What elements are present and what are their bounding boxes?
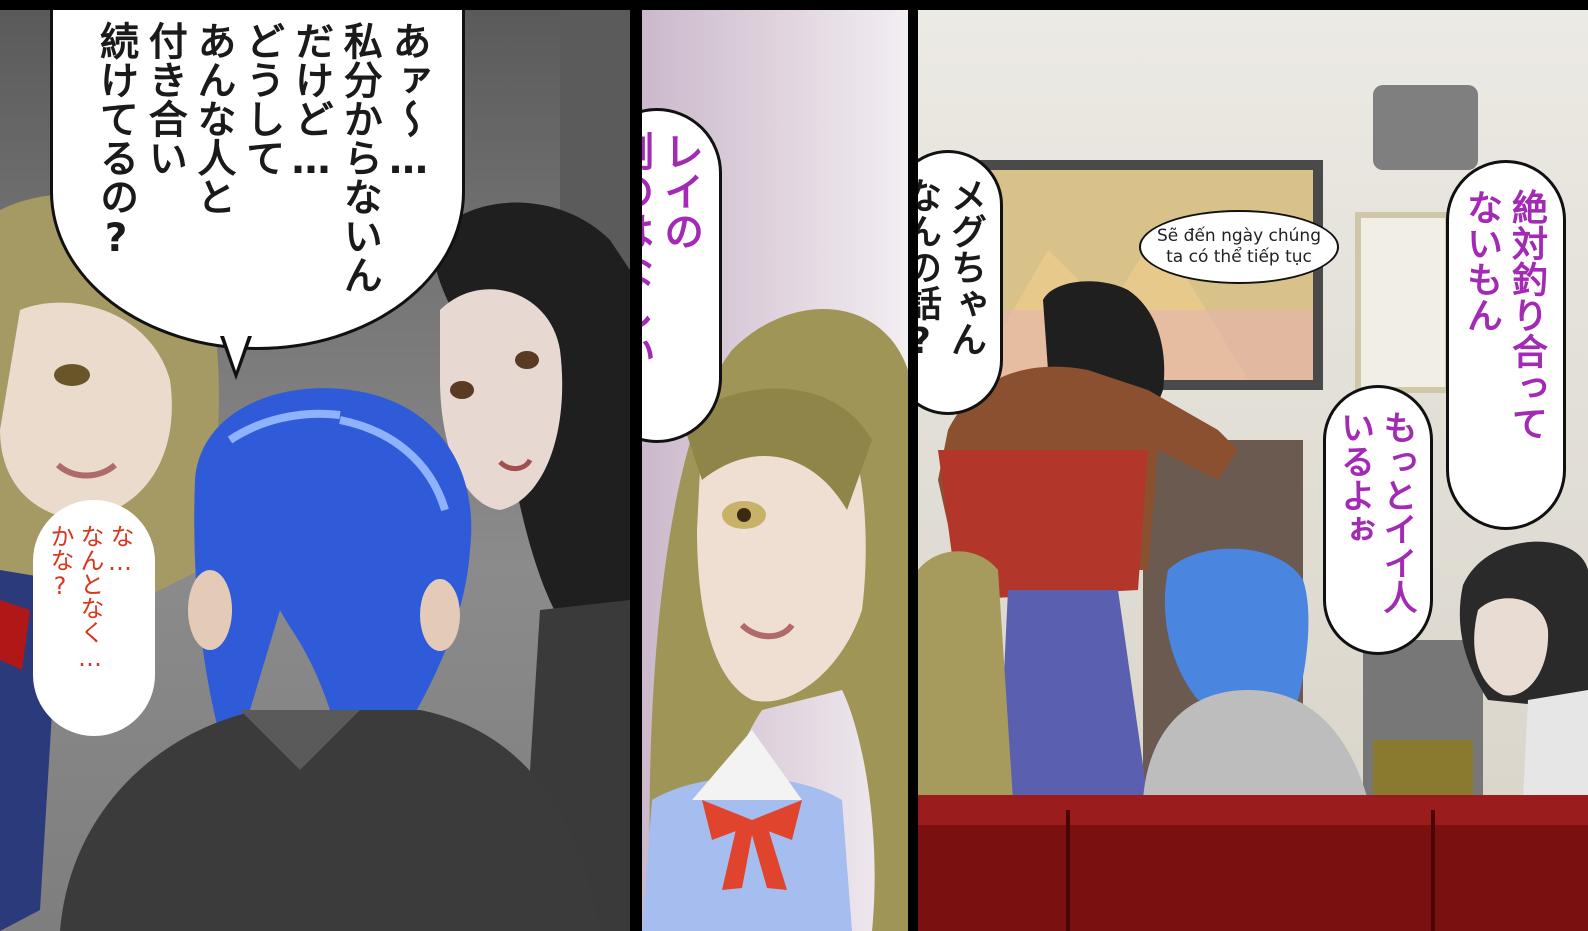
blue-hair-boy-collar (240, 710, 360, 770)
blonde-girl-pupil (737, 508, 751, 522)
blonde-girl-bow (702, 800, 802, 840)
speech-bubble-whisper-text: な… なんとなく… かな? (46, 524, 134, 672)
blonde-girl-collar (692, 730, 802, 800)
speech-bubble-question-text: メグちゃん なんの話? (918, 177, 986, 362)
blue-hair-boy-jacket (60, 710, 600, 931)
speech-bubble-middle: レイの 例のはなしぃ (642, 108, 722, 443)
speech-bubble-top-right-text: 絶対釣り合って ないもん (1461, 189, 1547, 441)
speech-bubble-middle-text: レイの 例のはなしぃ (642, 131, 703, 371)
speech-bubble-lower-right: もっとイイ人 いるよぉ (1323, 385, 1433, 655)
panel-middle-artwork (642, 308, 908, 931)
seated-blonde-hair (918, 551, 1013, 800)
standing-woman-skirt (998, 590, 1148, 800)
blue-hair-boy-hair (194, 388, 472, 770)
blue-hair-highlight (227, 409, 341, 444)
speech-bubble-main-tail-inner (223, 333, 249, 371)
speech-bubble-lower-right-text: もっとイイ人 いるよぉ (1334, 410, 1418, 614)
blonde-girl-mouth (56, 462, 117, 479)
black-hair-woman-mouth (498, 458, 533, 471)
speech-bubble-whisper: な… なんとなく… かな? (35, 502, 153, 734)
seated-black-shirt (1523, 690, 1588, 800)
panel-left-artwork (0, 10, 630, 931)
blue-hair-boy-ear (420, 579, 460, 651)
seated-blue-hair (1164, 548, 1309, 700)
books (1373, 740, 1473, 795)
panel-middle: レイの 例のはなしぃ (642, 10, 908, 931)
seated-blue-jacket (1143, 690, 1368, 800)
blonde-girl-mouth (739, 622, 795, 640)
seated-black-face (1474, 598, 1549, 696)
blue-hair-boy-ear (188, 570, 232, 650)
panel-left: あァ〜… 私分からないん だけど… どうして あんな人と 付き合い 続けてるの?… (0, 10, 630, 931)
blonde-girl-face (0, 302, 172, 520)
blonde-girl-eye (54, 364, 90, 386)
panel-right-artwork (918, 85, 1588, 931)
black-hair-woman-eye (450, 381, 474, 399)
speech-bubble-main-text: あァ〜… 私分からないん だけど… どうして あんな人と 付き合い 続けてるの? (93, 21, 432, 294)
wall-speaker (1373, 85, 1478, 170)
blonde-girl-bow-ribbons (722, 825, 787, 890)
speech-bubble-top-right: 絶対釣り合って ないもん (1446, 160, 1566, 530)
black-hair-woman-eye (515, 351, 539, 369)
panel-right: メグちゃん なんの話? Sẽ đến ngày chúng ta có thể … (918, 10, 1588, 931)
speech-bubble-translation: Sẽ đến ngày chúng ta có thể tiếp tục (1139, 210, 1339, 284)
speech-bubble-main: あァ〜… 私分からないん だけど… どうして あんな人と 付き合い 続けてるの? (50, 10, 465, 350)
sofa-top (918, 795, 1588, 825)
blonde-girl-ribbon (0, 600, 30, 670)
blue-hair-highlight (339, 416, 449, 512)
speech-bubble-question: メグちゃん なんの話? (918, 150, 1003, 415)
blonde-girl-bangs (682, 388, 872, 510)
black-hair-woman-face (440, 289, 563, 510)
wall-picture (1355, 212, 1451, 393)
